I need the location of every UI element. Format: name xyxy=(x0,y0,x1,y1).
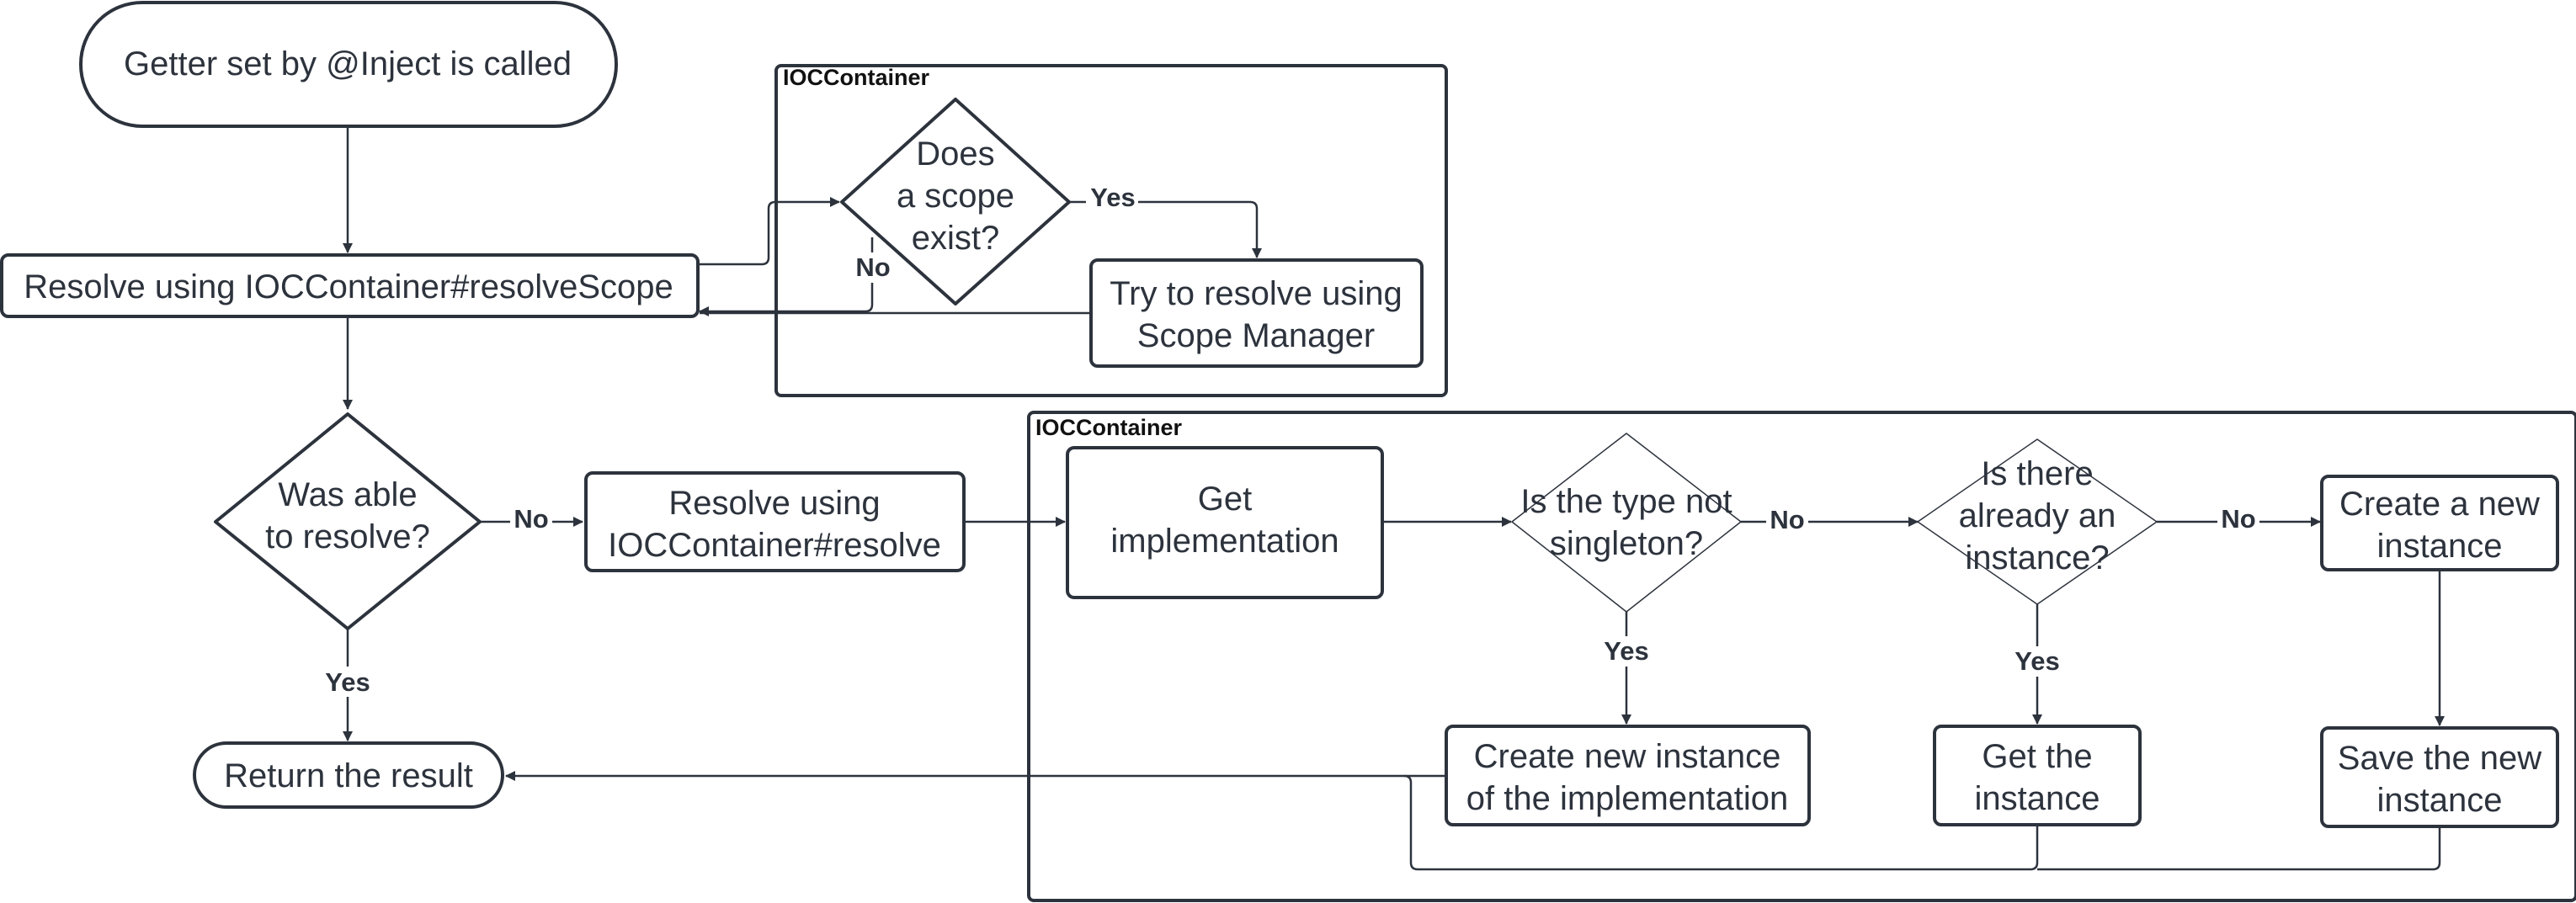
node-save-instance-text-line-1: Save the new xyxy=(2338,740,2541,777)
connectors xyxy=(343,128,2445,871)
label-instance-yes: Yes xyxy=(2014,646,2059,676)
node-start-text-line-1: Getter set by @Inject is called xyxy=(124,45,572,82)
container-ioc-bottom-label: IOCContainer xyxy=(1035,415,1183,440)
node-scope-exists: Does a scope exist? xyxy=(840,98,1071,305)
node-get-impl-text-line-2: implementation xyxy=(1110,523,1339,560)
node-already-instance-text-line-2: already an xyxy=(1959,497,2116,534)
node-not-singleton-text: Is the type not singleton? xyxy=(1520,483,1732,562)
node-resolve-scope-text-line-1: Resolve using IOCContainer#resolveScope xyxy=(24,268,673,305)
node-get-instance: Get the instance xyxy=(1933,725,2142,826)
node-start-text: Getter set by @Inject is called xyxy=(124,45,572,82)
node-create-new-text-line-2: instance xyxy=(2377,528,2503,565)
node-create-new: Create a new instance xyxy=(2320,475,2559,571)
node-scope-manager-text-line-1: Try to resolve using xyxy=(1110,275,1402,312)
node-get-impl-text: Get implementation xyxy=(1110,481,1339,560)
node-create-new-text: Create a new instance xyxy=(2339,486,2540,565)
node-create-impl-text: Create new instance of the implementation xyxy=(1466,738,1788,817)
node-get-instance-text-line-1: Get the xyxy=(1982,738,2092,775)
node-return-text-line-1: Return the result xyxy=(224,757,473,794)
label-scope-yes: Yes xyxy=(1090,183,1135,212)
node-get-instance-text-line-2: instance xyxy=(1975,780,2100,817)
node-resolve-text-line-2: IOCContainer#resolve xyxy=(608,527,941,564)
node-not-singleton: Is the type not singleton? xyxy=(1511,433,1742,613)
node-get-impl: Get implementation xyxy=(1066,446,1384,599)
node-start: Getter set by @Inject is called xyxy=(79,1,618,128)
container-ioc-bottom: IOCContainer xyxy=(1027,411,2576,902)
label-singleton-no: No xyxy=(1770,505,1804,534)
node-scope-exists-text-line-1: Does xyxy=(916,135,994,173)
node-was-able-text: Was able to resolve? xyxy=(265,476,430,555)
container-ioc-top-label: IOCContainer xyxy=(783,65,930,90)
node-resolve-scope: Resolve using IOCContainer#resolveScope xyxy=(0,253,700,318)
node-create-impl: Create new instance of the implementation xyxy=(1445,725,1811,826)
node-scope-manager-text-line-2: Scope Manager xyxy=(1137,317,1375,354)
node-was-able: Was able to resolve? xyxy=(214,412,482,630)
label-singleton-yes: Yes xyxy=(1604,636,1648,666)
node-already-instance-text-line-1: Is there xyxy=(1981,455,2093,492)
node-create-impl-text-line-1: Create new instance xyxy=(1474,738,1781,775)
node-create-impl-text-line-2: of the implementation xyxy=(1466,780,1788,817)
node-resolve-scope-text: Resolve using IOCContainer#resolveScope xyxy=(24,268,673,305)
edge-scope-no-to-resolve-scope xyxy=(699,237,874,316)
edge-save-to-return xyxy=(2037,826,2441,871)
node-scope-exists-text-line-2: a scope xyxy=(897,178,1014,215)
node-return: Return the result xyxy=(193,741,504,809)
node-save-instance-text: Save the new instance xyxy=(2338,740,2541,819)
edge-scope-yes-to-scope-manager xyxy=(1069,200,1262,258)
node-already-instance: Is there already an instance? xyxy=(1917,438,2158,605)
edge-get-instance-to-return xyxy=(1403,774,2039,871)
node-create-new-text-line-1: Create a new xyxy=(2339,486,2540,523)
label-was-able-no: No xyxy=(514,504,548,534)
node-already-instance-text-line-3: instance? xyxy=(1965,539,2109,576)
node-get-impl-text-line-1: Get xyxy=(1198,481,1252,518)
node-scope-exists-text-line-3: exist? xyxy=(912,220,1000,257)
label-scope-no: No xyxy=(855,252,890,282)
node-scope-exists-text: Does a scope exist? xyxy=(897,135,1014,257)
node-save-instance-text-line-2: instance xyxy=(2377,782,2503,819)
node-was-able-text-line-2: to resolve? xyxy=(265,518,430,555)
node-not-singleton-text-line-1: Is the type not xyxy=(1520,483,1732,520)
container-ioc-top: IOCContainer xyxy=(774,64,1448,397)
edge-labels: Yes No No Yes No Yes No Yes xyxy=(322,183,2259,697)
label-was-able-yes: Yes xyxy=(325,667,370,697)
node-not-singleton-text-line-2: singleton? xyxy=(1550,525,1703,562)
edge-resolve-scope-to-scope-check xyxy=(698,197,840,266)
node-save-instance: Save the new instance xyxy=(2320,726,2559,828)
node-was-able-text-line-1: Was able xyxy=(278,476,417,513)
node-resolve-text-line-1: Resolve using xyxy=(668,485,880,522)
label-instance-no: No xyxy=(2221,504,2255,534)
node-return-text: Return the result xyxy=(224,757,473,794)
node-already-instance-text: Is there already an instance? xyxy=(1959,455,2116,576)
node-get-instance-text: Get the instance xyxy=(1975,738,2100,817)
